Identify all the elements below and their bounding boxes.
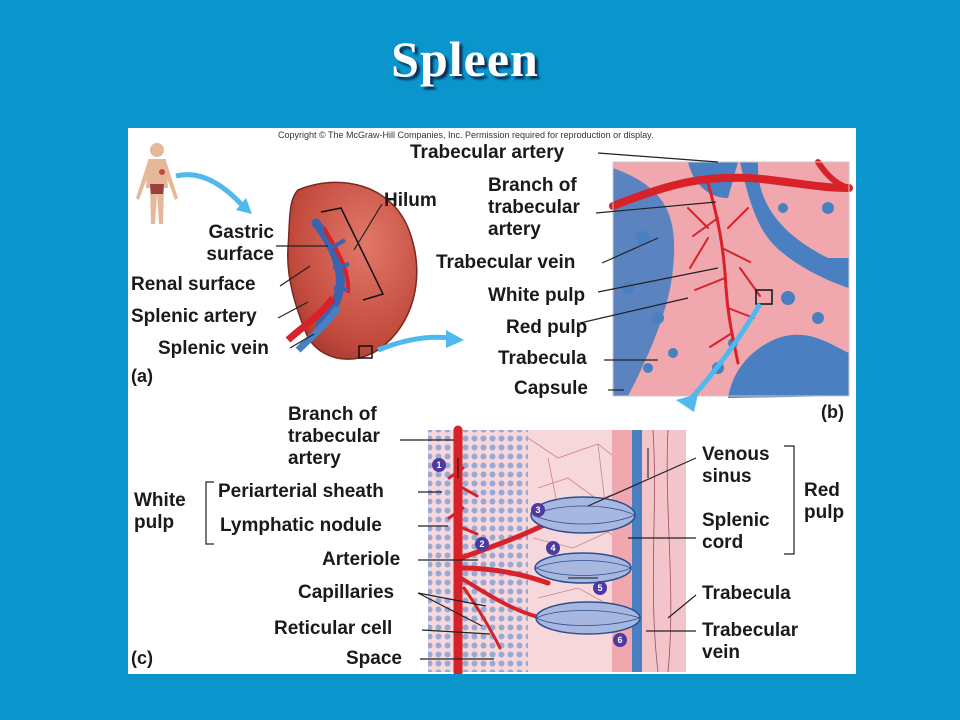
label-trabecular-vein: Trabecular vein <box>436 252 576 273</box>
label-branch-of-trabecular-artery: Branch of trabecular artery <box>488 175 580 240</box>
label-splenic-artery: Splenic artery <box>131 306 257 327</box>
label-capillaries: Capillaries <box>298 582 395 603</box>
label-capsule: Capsule <box>514 378 588 399</box>
label-periarterial-sheath: Periarterial sheath <box>218 481 384 502</box>
label-venous-sinus: Venous sinus <box>702 444 770 487</box>
step-marker: 5 <box>593 581 607 595</box>
page-title: Spleen <box>391 31 539 87</box>
panel-c-tag: (c) <box>131 648 153 668</box>
panel-a-tag: (a) <box>131 366 153 386</box>
svg-text:2: 2 <box>479 539 484 549</box>
spleen-organ <box>285 181 418 360</box>
pointer-arrow <box>175 172 245 208</box>
label-white-pulp: White pulp <box>488 285 586 306</box>
step-marker: 1 <box>432 458 446 472</box>
panel-c-brackets <box>205 445 795 555</box>
figure-panel: 1 2 3 4 5 6 C <box>128 128 856 674</box>
label-arteriole: Arteriole <box>322 549 401 570</box>
label-trabecular-artery: Trabecular artery <box>410 142 565 163</box>
step-marker: 4 <box>546 541 560 555</box>
panel-a-leaders <box>276 203 383 349</box>
panel-c-leaders <box>400 439 697 660</box>
label-trabecula: Trabecula <box>498 348 587 369</box>
step-marker: 6 <box>613 633 627 647</box>
svg-text:6: 6 <box>617 635 622 645</box>
label-renal-surface: Renal surface <box>131 274 256 295</box>
svg-text:5: 5 <box>597 583 602 593</box>
step-marker: 3 <box>531 503 545 517</box>
label-reticular-cell: Reticular cell <box>274 618 393 639</box>
panel-c-section: 1 2 3 4 5 6 <box>428 425 686 674</box>
label-hilum: Hilum <box>384 190 437 211</box>
label-splenic-vein: Splenic vein <box>158 338 269 359</box>
svg-text:4: 4 <box>550 543 555 553</box>
step-marker: 2 <box>475 537 489 551</box>
spleen-illustration: 1 2 3 4 5 6 <box>136 143 853 674</box>
label-space: Space <box>346 648 402 669</box>
label-lymphatic-nodule: Lymphatic nodule <box>220 515 382 536</box>
label-red-pulp-c: Red pulp <box>804 480 845 523</box>
label-white-pulp-c: White pulp <box>134 490 186 533</box>
label-splenic-cord: Splenic cord <box>702 510 770 553</box>
panel-b-section <box>609 159 853 398</box>
label-branch-of-trabecular-artery-c: Branch of trabecular artery <box>288 404 380 469</box>
panel-b-tag: (b) <box>821 402 844 422</box>
label-gastric-surface: Gastric surface <box>206 222 274 265</box>
copyright-notice: Copyright © The McGraw-Hill Companies, I… <box>278 130 654 140</box>
human-figure-icon <box>136 143 178 224</box>
pointer-arrow <box>686 302 763 404</box>
label-red-pulp: Red pulp <box>506 317 588 338</box>
label-trabecula-c: Trabecula <box>702 583 791 604</box>
pointer-arrow <box>377 334 451 353</box>
panel-b-leaders <box>579 152 719 391</box>
svg-text:1: 1 <box>436 460 441 470</box>
svg-text:3: 3 <box>535 505 540 515</box>
label-trabecular-vein-c: Trabecular vein <box>702 620 799 663</box>
